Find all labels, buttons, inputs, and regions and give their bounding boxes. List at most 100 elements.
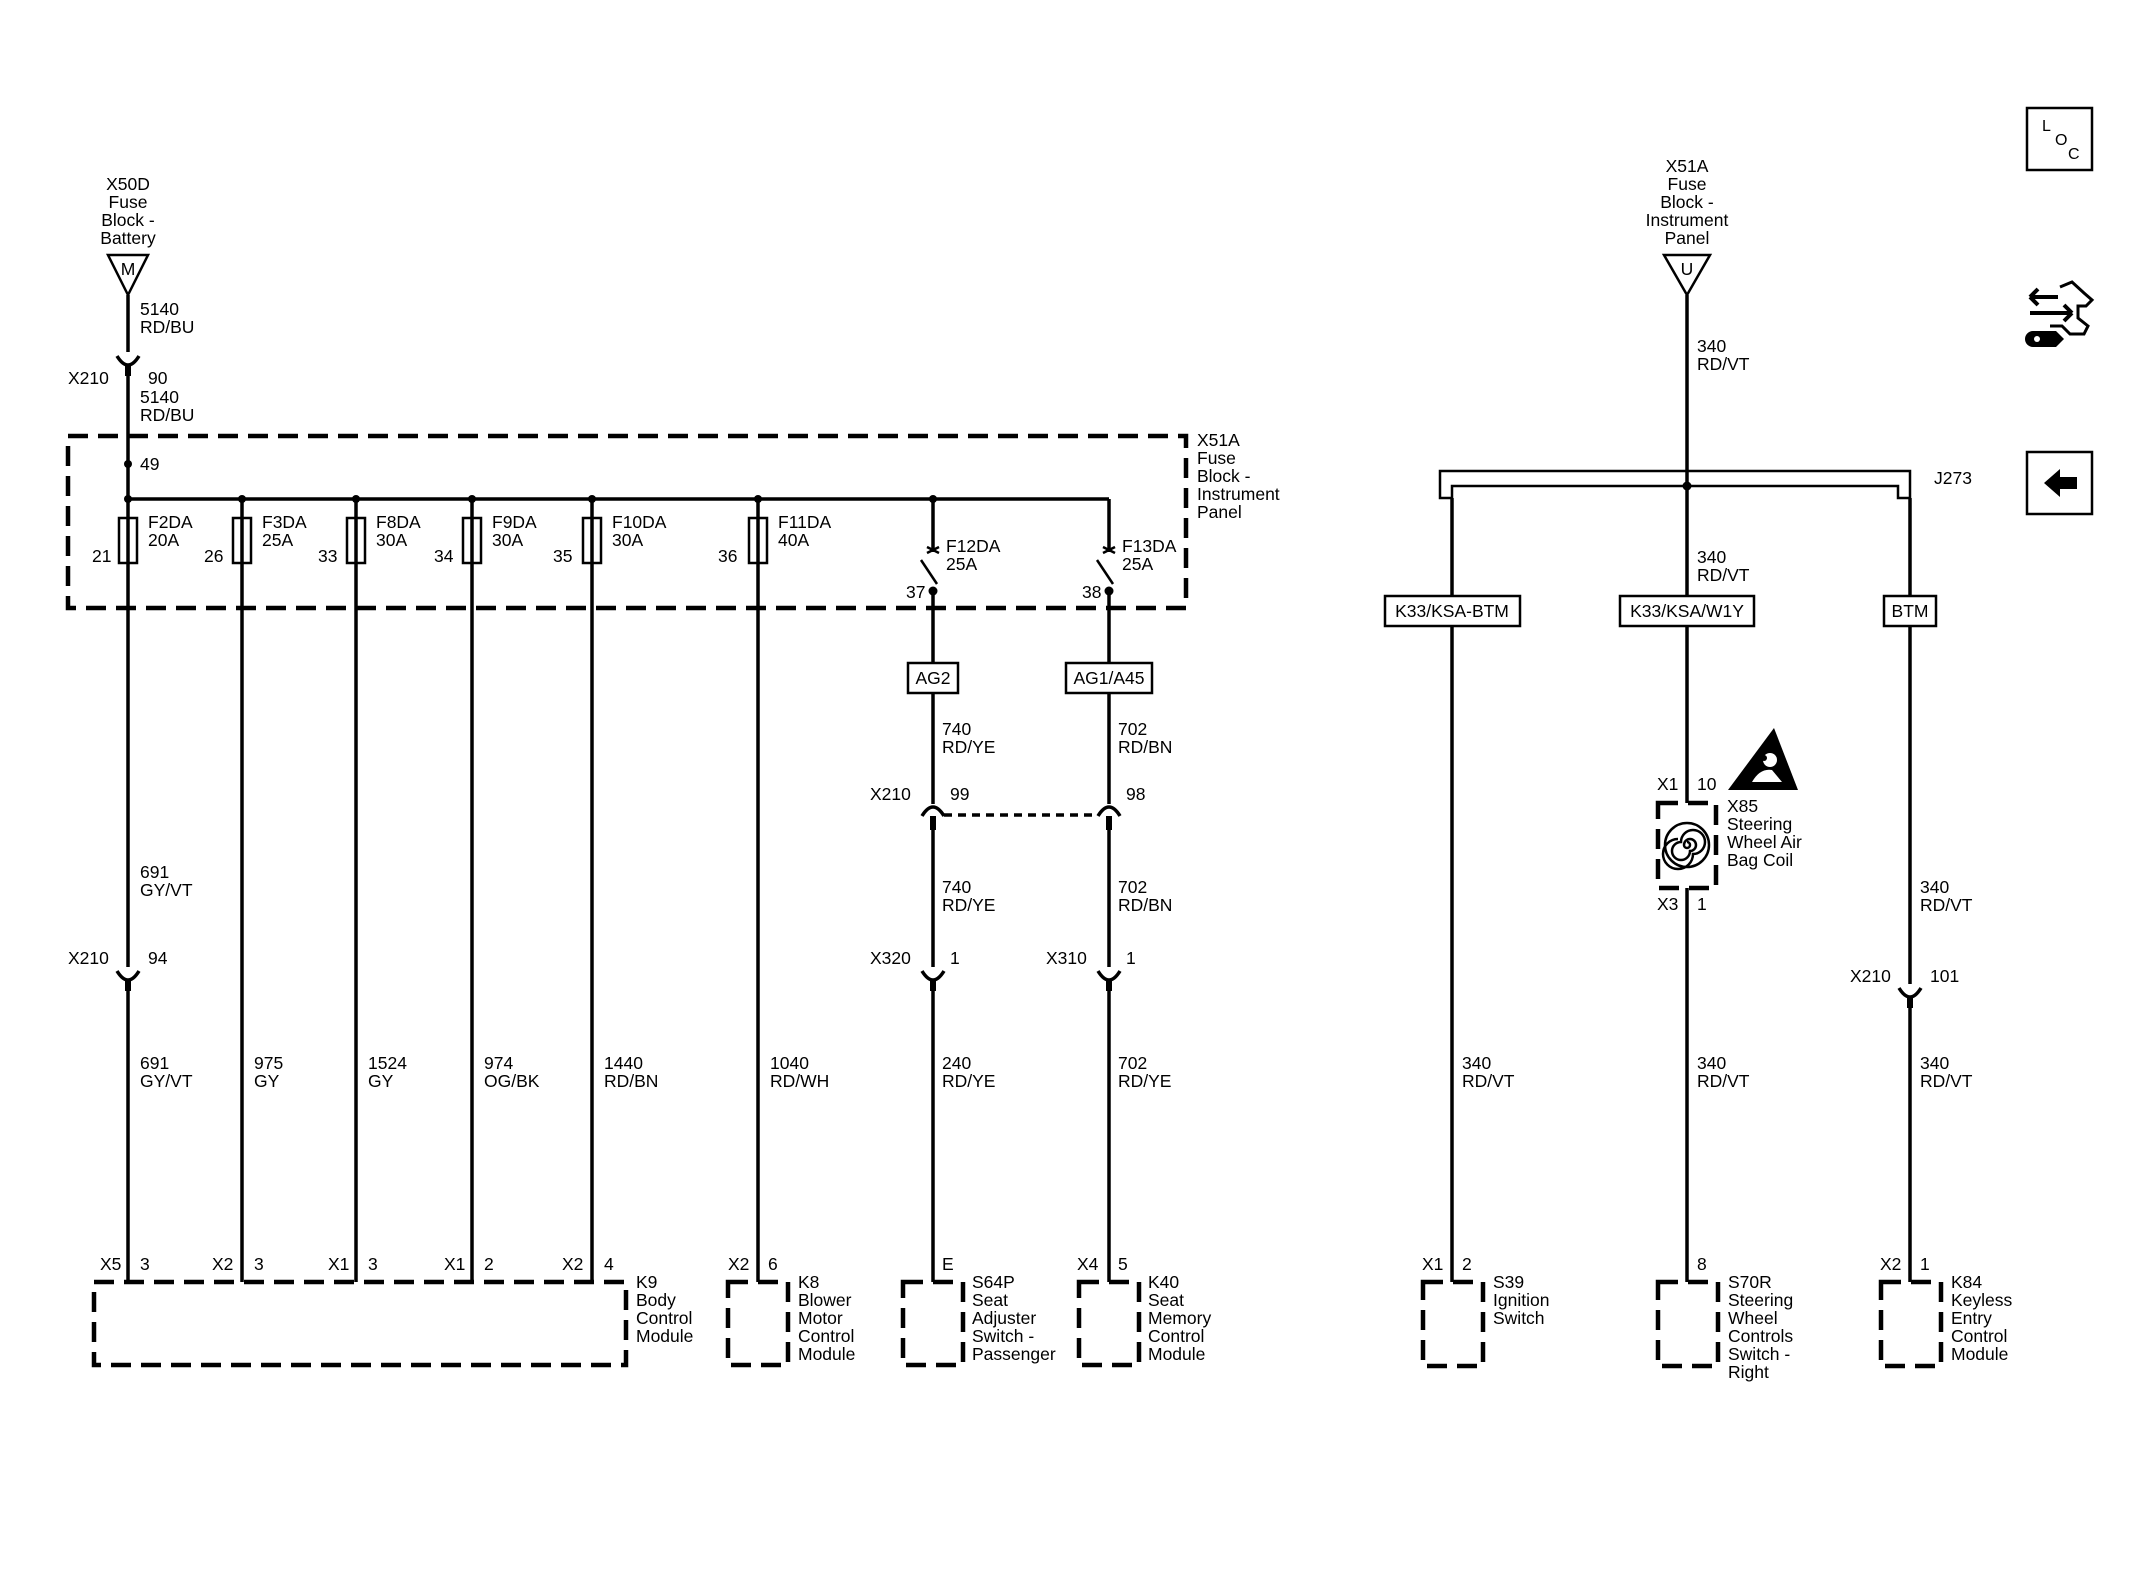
arrows-wrench-icon (2025, 280, 2095, 347)
pin-number: 1 (1920, 1254, 1930, 1274)
wire-circuit: 340 (1697, 547, 1726, 567)
fuse-f10da: F10DA 30A 35 (553, 495, 667, 566)
module-line: Switch - (972, 1326, 1034, 1346)
module-k8: X2 6 K8 Blower Motor Control Module (725, 1254, 855, 1368)
fuse-pin: 35 (553, 546, 572, 566)
option-box-ag1-a45 (1064, 661, 1154, 695)
module-line: Wheel (1728, 1308, 1778, 1328)
fuse-block-line: Instrument (1197, 484, 1280, 504)
wire-circuit: 5140 (140, 299, 179, 319)
coil-connector: X3 (1657, 894, 1678, 914)
wire-color: GY/VT (140, 1071, 193, 1091)
coil-pin: 10 (1697, 774, 1717, 794)
fuse-f12da: F12DA 25A 37 (906, 495, 1001, 663)
busbar-pin: 49 (140, 454, 159, 474)
pin-number: 3 (254, 1254, 264, 1274)
wire-circuit: 1524 (368, 1053, 407, 1073)
option-box-k33-ksa-w1y (1618, 594, 1756, 628)
pin-connector: X4 (1077, 1254, 1099, 1274)
splice-name: J273 (1934, 468, 1972, 488)
wire-color: OG/BK (484, 1071, 540, 1091)
pin-number: 6 (768, 1254, 778, 1274)
pin-number: 5 (1118, 1254, 1128, 1274)
source-pin: M (121, 259, 136, 279)
coil-name: X85 (1727, 796, 1758, 816)
source-x51a: X51A Fuse Block - Instrument Panel U (1646, 156, 1728, 298)
inline-connector-symbol (920, 805, 946, 817)
connector-name: X210 (68, 948, 109, 968)
source-pin: U (1681, 259, 1694, 279)
module-line: Seat (972, 1290, 1008, 1310)
option-label: K33/KSA-BTM (1395, 601, 1509, 621)
module-line: Module (798, 1344, 855, 1364)
fuse-name: F8DA (376, 512, 421, 532)
wire-color: RD/YE (1118, 1071, 1171, 1091)
wire-color: RD/BN (604, 1071, 658, 1091)
fuse-pin: 36 (718, 546, 737, 566)
wire-circuit: 1040 (770, 1053, 809, 1073)
module-line: Body (636, 1290, 676, 1310)
location-button[interactable]: L O C (2025, 106, 2094, 172)
inline-connector-symbol (115, 970, 141, 982)
connector-pin: 98 (1126, 784, 1145, 804)
module-line: Module (1148, 1344, 1205, 1364)
module-line: Module (1951, 1344, 2008, 1364)
module-k84: X2 1 K84 Keyless Entry Control Module (1878, 1254, 2013, 1369)
module-s64p: E S64P Seat Adjuster Switch - Passenger (900, 1254, 1056, 1368)
airbag-coil-x85: X1 10 X3 1 X85 Steering Wheel Air Bag Co… (1655, 728, 1802, 914)
inline-connector-symbol (115, 355, 141, 367)
coil-connector: X1 (1657, 774, 1678, 794)
fuse-rating: 25A (262, 530, 293, 550)
wire-color: RD/BU (140, 405, 194, 425)
fuse-block-line: Fuse (1197, 448, 1236, 468)
module-name: K84 (1951, 1272, 1982, 1292)
pin-number: 8 (1697, 1254, 1707, 1274)
pin-number: 4 (604, 1254, 614, 1274)
option-label: AG2 (915, 668, 950, 688)
fuse-block-line: Block - (1197, 466, 1251, 486)
fuse-rating: 30A (376, 530, 407, 550)
module-line: Blower (798, 1290, 852, 1310)
module-line: Control (636, 1308, 692, 1328)
inline-connector-symbol (1096, 805, 1122, 817)
wire-circuit: 1440 (604, 1053, 643, 1073)
back-button[interactable] (2025, 450, 2094, 516)
wire-color: RD/YE (942, 1071, 995, 1091)
wire-circuit: 740 (942, 719, 971, 739)
fuse-pin: 21 (92, 546, 111, 566)
wire-circuit: 740 (942, 877, 971, 897)
wire-color: RD/BN (1118, 895, 1172, 915)
coil-line: Steering (1727, 814, 1792, 834)
pin-number: 3 (140, 1254, 150, 1274)
connector-view-button[interactable] (2025, 280, 2095, 347)
wire-color: RD/WH (770, 1071, 829, 1091)
module-line: Motor (798, 1308, 843, 1328)
wire-circuit: 340 (1462, 1053, 1491, 1073)
module-name: S39 (1493, 1272, 1524, 1292)
fuse-pin: 38 (1082, 582, 1101, 602)
fuse-block-outline (65, 433, 1189, 611)
module-name: K9 (636, 1272, 657, 1292)
source-terminal-symbol (1661, 253, 1713, 298)
module-k40: X4 5 K40 Seat Memory Control Module (1076, 1254, 1211, 1368)
source-name: X50D (106, 174, 150, 194)
wire-color: GY (254, 1071, 280, 1091)
connector-name: X210 (68, 368, 109, 388)
wire-circuit: 702 (1118, 877, 1147, 897)
fuse-f13da: F13DA 25A 38 (1082, 499, 1177, 663)
loc-letter: L (2042, 118, 2051, 135)
pin-number: 2 (484, 1254, 494, 1274)
inline-connector-symbol (1897, 987, 1923, 999)
module-line: Right (1728, 1362, 1769, 1382)
loc-letter: O (2055, 132, 2067, 149)
connector-pin: 1 (950, 948, 960, 968)
wire-circuit: 974 (484, 1053, 513, 1073)
fuse-rating: 30A (492, 530, 523, 550)
wire-color: GY/VT (140, 880, 193, 900)
connector-name: X310 (1046, 948, 1087, 968)
wire-circuit: 340 (1920, 877, 1949, 897)
module-line: Entry (1951, 1308, 1992, 1328)
fuse-block-name: X51A (1197, 430, 1240, 450)
source-line: Block - (101, 210, 155, 230)
